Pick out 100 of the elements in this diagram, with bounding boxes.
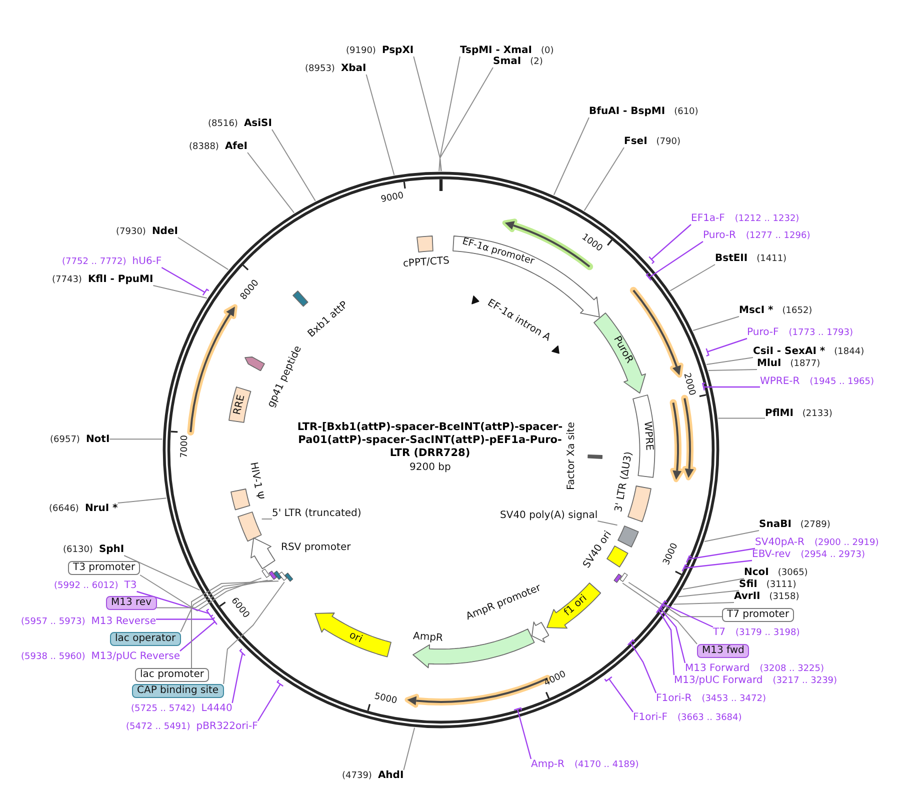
primer-name: F1ori-F xyxy=(633,712,668,723)
enzyme-name: BstEII xyxy=(715,253,748,264)
feature-tag: M13 fwd xyxy=(697,644,750,658)
enzyme-name: SmaI xyxy=(493,56,522,67)
feature-label: HIV-1 Ψ xyxy=(248,462,264,500)
leader-line xyxy=(257,679,284,722)
primer-position: (3208 .. 3225) xyxy=(760,664,824,674)
leader-line xyxy=(152,285,208,299)
leader-line xyxy=(177,237,229,270)
enzyme-name: SphI xyxy=(98,544,124,555)
primer-name: T7 xyxy=(713,627,726,638)
feature-tag: lac promoter xyxy=(135,668,209,682)
primer-name: EF1a-F xyxy=(691,213,725,224)
primer-position: (5725 .. 5742) xyxy=(131,704,196,714)
leader-line xyxy=(155,614,216,623)
leader-line xyxy=(604,676,634,713)
primer-name: L4440 xyxy=(201,703,232,714)
feature-label: cPPT/CTS xyxy=(402,256,450,270)
leader-line xyxy=(656,606,675,676)
site-position: (1844) xyxy=(834,347,864,357)
enzyme-name: NruI * xyxy=(84,503,118,514)
primer-position: (2900 .. 2919) xyxy=(814,538,879,548)
primer-position: (5938 .. 5960) xyxy=(21,652,86,662)
site-position: (610) xyxy=(674,107,698,117)
primer-position: (3453 .. 3472) xyxy=(702,694,766,704)
primer-position: (3663 .. 3684) xyxy=(677,713,742,723)
tick-label: 9000 xyxy=(380,192,405,206)
primer-position: (3217 .. 3239) xyxy=(772,676,838,686)
enzyme-name: MscI * xyxy=(739,305,774,316)
enzyme-name: AvrII xyxy=(734,591,760,602)
leader-line xyxy=(403,727,416,770)
feature-label: SV40 poly(A) signal xyxy=(500,511,598,521)
enzyme-name: AsiSI xyxy=(244,118,272,129)
primer-position: (2954 .. 2973) xyxy=(800,550,865,560)
leader-line xyxy=(140,574,262,612)
leader-line xyxy=(109,438,163,440)
primer-name: F1ori-R xyxy=(656,693,692,704)
primer-position: (5957 .. 5973) xyxy=(21,617,86,627)
primer-position: (4170 .. 4189) xyxy=(574,760,639,770)
leader-line xyxy=(261,518,272,520)
map-title: LTR-[Bxb1(attP)-spacer-BceINT(attP)-spacer-Pa01(attP)-spacer-SacINT(attP)-pEF1a-Puro-LTR (DRR728) xyxy=(296,420,564,460)
primer-name: Amp-R xyxy=(531,759,564,770)
leader-line xyxy=(692,316,740,332)
enzyme-name: PflMI xyxy=(765,408,794,419)
leader-line xyxy=(232,648,246,704)
site-position: (8516) xyxy=(208,119,238,129)
site-position: (2789) xyxy=(800,520,830,530)
primer-position: (5992 .. 6012) xyxy=(54,581,118,591)
site-position: (8388) xyxy=(189,142,219,152)
leader-line xyxy=(627,639,657,694)
tick-label: 4000 xyxy=(542,670,568,688)
feature-tag: T3 promoter xyxy=(68,561,140,575)
leader-line xyxy=(179,616,218,652)
primer-name: pBR322ori-F xyxy=(196,721,258,732)
leader-line xyxy=(718,418,766,419)
feature-label: RSV promoter xyxy=(281,543,351,553)
primer-position: (1773 .. 1793) xyxy=(788,328,854,338)
leader-line xyxy=(124,555,200,591)
tick-label: 5000 xyxy=(372,692,398,707)
enzyme-name: AfeI xyxy=(224,141,248,152)
primer-name: M13 Reverse xyxy=(91,616,156,627)
leader-line xyxy=(678,590,740,598)
leader-line xyxy=(706,338,748,357)
leader-line xyxy=(622,582,698,644)
leader-line xyxy=(191,580,279,668)
leader-line xyxy=(223,582,285,684)
leader-line xyxy=(686,548,756,564)
primer-name: EBV-rev xyxy=(752,549,791,560)
site-position: (4739) xyxy=(342,771,372,781)
primer-name: hU6-F xyxy=(132,256,162,267)
feature-tag: T7 promoter xyxy=(722,608,794,622)
feature-label: Factor Xa site xyxy=(567,422,577,490)
leader-line xyxy=(657,604,686,664)
tick-label: 2000 xyxy=(681,372,696,397)
leader-line xyxy=(161,266,210,296)
site-position: (790) xyxy=(656,137,680,147)
primer-position: (7752 .. 7772) xyxy=(62,257,126,267)
site-position: (7743) xyxy=(52,275,82,285)
feature-label: f1 ori xyxy=(562,594,590,618)
site-position: (6957) xyxy=(50,435,80,445)
tick-label: 3000 xyxy=(662,542,680,567)
leader-line xyxy=(708,369,758,372)
leader-line xyxy=(628,582,722,618)
leader-line xyxy=(271,129,316,202)
tick-label: 7000 xyxy=(180,434,190,458)
feature-label: ori xyxy=(347,630,364,646)
site-position: (2133) xyxy=(802,409,832,419)
enzyme-name: NotI xyxy=(86,434,110,445)
enzyme-name: TspMI - XmaI xyxy=(460,45,532,56)
enzyme-name: SnaBI xyxy=(759,519,792,530)
enzyme-name: NdeI xyxy=(152,226,178,237)
enzyme-name: CsiI - SexAI * xyxy=(753,346,826,357)
primer-name: Puro-R xyxy=(703,230,736,241)
primer-name: M13 Forward xyxy=(685,663,750,674)
feature-tag: lac operator xyxy=(110,632,181,646)
leader-line xyxy=(584,147,624,212)
primer-position: (1212 .. 1232) xyxy=(734,214,800,224)
leader-line xyxy=(439,67,494,172)
enzyme-name: KflI - PpuMI xyxy=(88,274,154,285)
site-position: (1411) xyxy=(756,254,787,264)
